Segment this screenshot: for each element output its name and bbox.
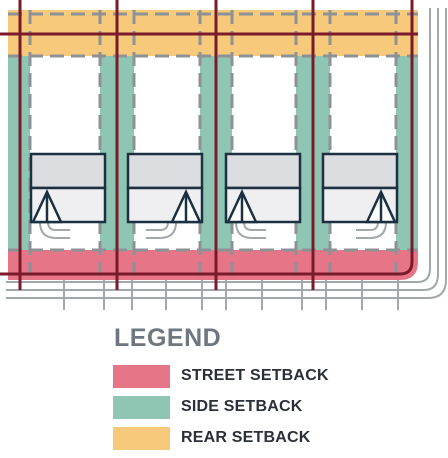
dashed-setback-lines (8, 10, 418, 280)
lot-lines (0, 0, 418, 290)
legend-label-side: SIDE SETBACK (181, 398, 303, 415)
building-lot-2 (126, 152, 204, 224)
legend-title: LEGEND (114, 324, 222, 352)
building-lot-1 (29, 152, 107, 224)
building-lot-3 (224, 152, 302, 224)
rear-setback-swatch (113, 426, 170, 450)
street-setback-swatch (113, 364, 170, 388)
legend-label-rear: REAR SETBACK (181, 429, 311, 446)
buildings (29, 152, 399, 224)
legend-item-side: SIDE SETBACK (113, 395, 303, 419)
building-lot-4 (321, 152, 399, 224)
street-lines (6, 8, 447, 299)
side-setback-swatch (113, 395, 170, 419)
legend-item-rear: REAR SETBACK (113, 426, 311, 450)
site-plan-diagram (0, 0, 447, 310)
legend-label-street: STREET SETBACK (181, 367, 329, 384)
legend-item-street: STREET SETBACK (113, 364, 329, 388)
